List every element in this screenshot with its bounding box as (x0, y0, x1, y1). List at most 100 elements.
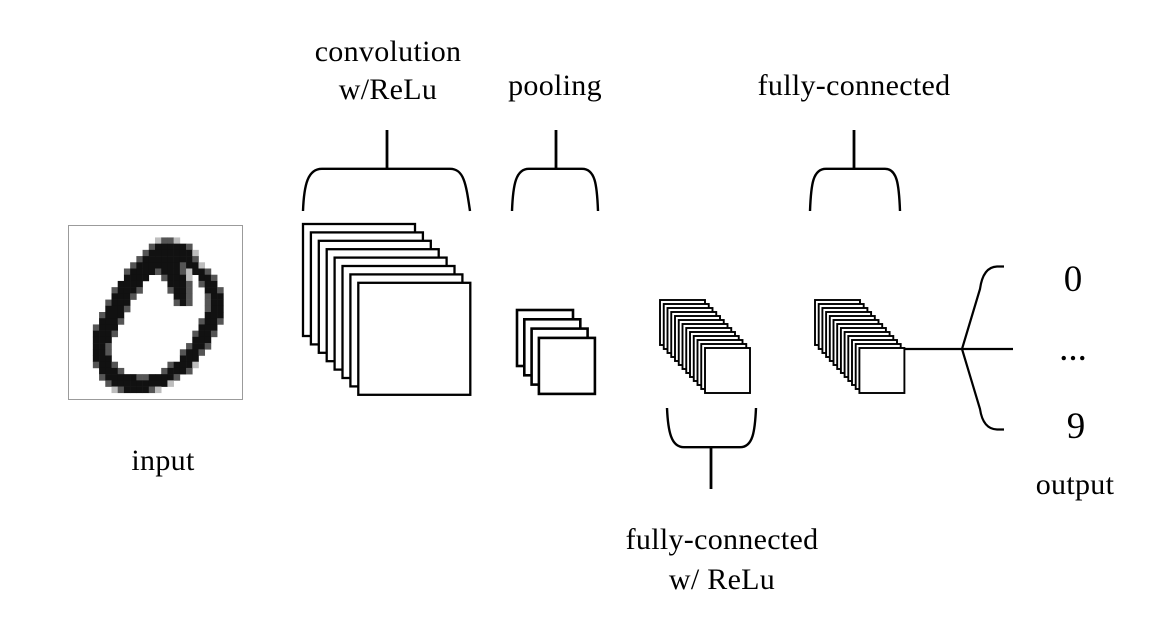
mnist-digit-pixel (111, 380, 119, 387)
mnist-digit-pixel (186, 262, 193, 269)
pooling-label: pooling (508, 69, 602, 102)
mnist-digit-pixel (117, 318, 125, 325)
mnist-digit-pixel (186, 268, 193, 276)
mnist-digit-pixel (92, 361, 100, 369)
mnist-digit-pixel (111, 293, 119, 300)
mnist-digit-pixel (161, 256, 168, 263)
mnist-digit-pixel (148, 386, 156, 394)
mnist-digit-pixel (161, 237, 168, 244)
mnist-digit-pixel (173, 237, 181, 244)
mnist-digit-pixel (217, 287, 224, 294)
mnist-digit-pixel (186, 367, 193, 375)
mnist-digit-pixel (105, 312, 112, 319)
mnist-digit-pixel (173, 367, 181, 375)
mnist-digit-pixel (117, 367, 125, 375)
fc-relu-brace (665, 407, 758, 449)
mnist-digit-pixel (179, 299, 187, 307)
mnist-digit-pixel (198, 330, 206, 338)
mnist-digit-pixel (198, 336, 206, 344)
fully-connected-label: fully-connected (757, 69, 951, 102)
mnist-digit-pixel (179, 367, 187, 375)
mnist-digit-pixel (92, 349, 100, 356)
mnist-digit-pixel (217, 299, 224, 307)
convolution-label: convolution w/ReLu (315, 33, 462, 109)
mnist-digit-pixel (111, 324, 119, 331)
mnist-digit-pixel (142, 380, 150, 387)
mnist-digit-pixel (136, 386, 143, 394)
mnist-digit-pixel (192, 268, 199, 276)
mnist-digit-pixel (186, 256, 193, 263)
mnist-digit-pixel (123, 268, 131, 276)
mnist-digit-pixel (142, 274, 150, 282)
mnist-digit-pixel (155, 256, 162, 263)
mnist-digit-pixel (173, 262, 181, 269)
output-class-0: 0 (1063, 259, 1083, 300)
mnist-digit-pixel (173, 293, 181, 300)
mnist-digit-pixel (105, 299, 112, 307)
mnist-digit-pixel (210, 330, 218, 338)
mnist-digit-pixel (111, 318, 119, 325)
mnist-digit-pixel (123, 274, 131, 282)
input-label: input (131, 444, 195, 477)
mnist-digit-pixel (111, 287, 119, 294)
fully-connected-brace (808, 167, 902, 212)
mnist-digit-pixel (155, 262, 162, 269)
mnist-digit-pixel (210, 280, 218, 288)
output-label: output (1035, 468, 1115, 501)
mnist-digit-pixel (117, 299, 125, 307)
mnist-digit-pixel (136, 256, 143, 263)
mnist-digit-pixel (99, 330, 106, 338)
mnist-digit-pixel (173, 256, 181, 263)
mnist-digit-pixel (192, 256, 199, 263)
mnist-digit-pixel (105, 355, 112, 363)
mnist-digit-pixel (105, 361, 112, 369)
mnist-digit-pixel (186, 361, 193, 369)
convolution-feature-maps-layer (357, 281, 472, 396)
mnist-digit-pixel (123, 293, 131, 300)
mnist-digit-pixel (217, 305, 224, 313)
mnist-digit-pixel (99, 324, 106, 331)
mnist-digit-pixel (130, 293, 137, 300)
mnist-digit-pixel (217, 318, 224, 325)
mnist-digit-pixel (123, 305, 131, 313)
mnist-digit-pixel (142, 249, 150, 257)
mnist-digit-pixel (210, 299, 218, 307)
mnist-digit-pixel (179, 256, 187, 263)
mnist-digit-pixel (130, 268, 137, 276)
mnist-digit-pixel (105, 318, 112, 325)
mnist-digit-pixel (123, 287, 131, 294)
fc-layer-stack-layer (858, 347, 906, 394)
mnist-digit-pixel (210, 312, 218, 319)
mnist-digit-pixel (99, 318, 106, 325)
mnist-digit-pixel (198, 318, 206, 325)
mnist-digit-pixel (204, 318, 212, 325)
fc-relu-label: fully-connected w/ ReLu (626, 520, 819, 600)
mnist-digit-pixel (204, 280, 212, 288)
mnist-digit-pixel (123, 386, 131, 394)
mnist-digit-pixel (148, 243, 156, 251)
mnist-digit-pixel (192, 262, 199, 269)
output-branch-top (960, 265, 1004, 350)
mnist-digit-pixel (210, 318, 218, 325)
mnist-digit-pixel (204, 274, 212, 282)
mnist-digit-pixel (155, 374, 162, 381)
mnist-digit-pixel (136, 280, 143, 288)
mnist-digit-pixel (111, 305, 119, 313)
mnist-digit-pixel (186, 243, 193, 251)
mnist-digit-pixel (99, 343, 106, 350)
mnist-digit-pixel (204, 305, 212, 313)
mnist-digit-pixel (167, 380, 174, 387)
mnist-digit-pixel (142, 386, 150, 394)
mnist-digit-pixel (148, 268, 156, 276)
mnist-digit-pixel (173, 374, 181, 381)
mnist-digit-pixel (155, 268, 162, 276)
mnist-digit-pixel (179, 361, 187, 369)
mnist-digit-pixel (198, 262, 206, 269)
mnist-digit-pixel (198, 274, 206, 282)
pooling-feature-maps-layer (537, 336, 597, 396)
mnist-digit-pixel (179, 287, 187, 294)
mnist-digit-pixel (173, 268, 181, 276)
mnist-digit-pixel (179, 355, 187, 363)
mnist-digit-pixel (161, 262, 168, 269)
